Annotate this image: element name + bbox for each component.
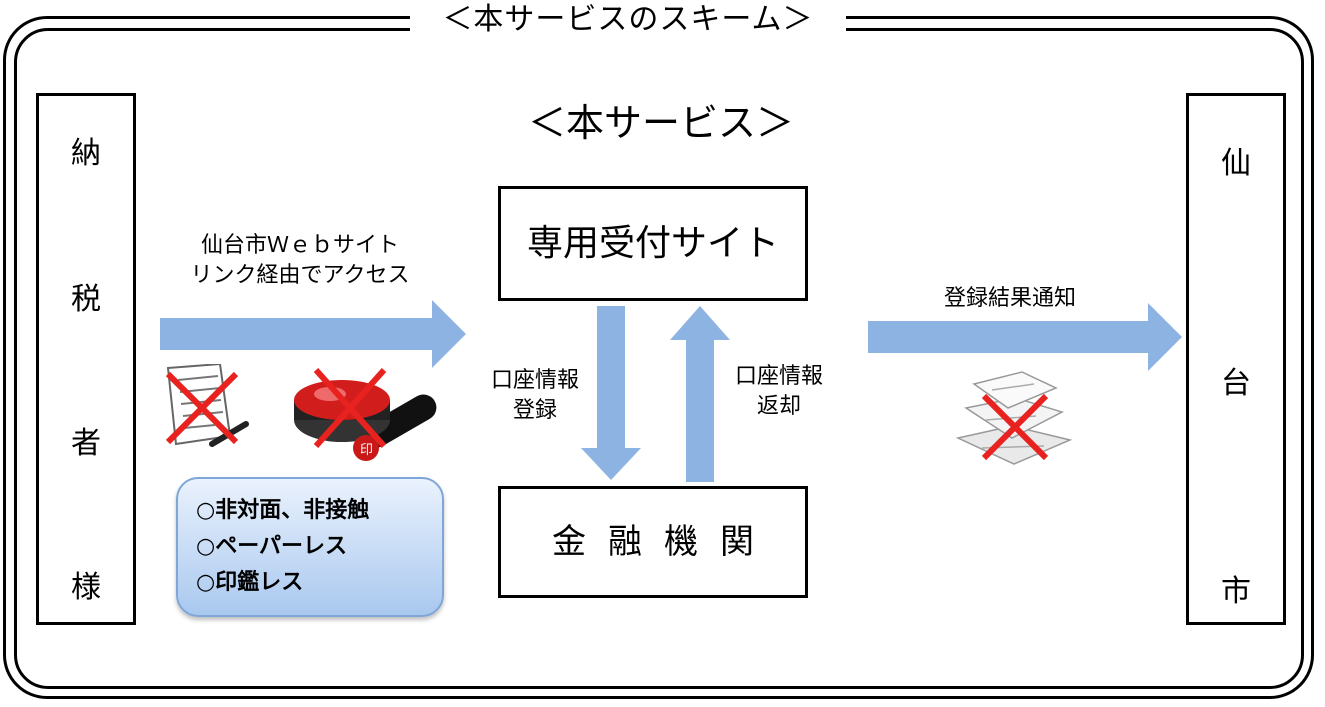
- taxpayer-char: 税: [71, 282, 101, 317]
- city-box: 仙 台 市: [1186, 93, 1286, 625]
- reception-site-box: 専用受付サイト: [498, 186, 808, 301]
- svg-text:印: 印: [360, 443, 373, 458]
- register-arrow: [581, 306, 641, 480]
- financial-institution-box: 金融機関: [498, 486, 808, 598]
- return-label-line: 返却: [756, 394, 801, 419]
- notify-label: 登録結果通知: [943, 286, 1076, 311]
- taxpayer-char: 者: [71, 426, 101, 461]
- register-label: 口座情報 登録: [480, 366, 590, 426]
- access-label-line: 仙台市Ｗｅｂサイト: [200, 233, 399, 258]
- benefit-item: ○ペーパーレス: [196, 534, 347, 559]
- service-title: ＜本サービス＞: [527, 101, 794, 145]
- taxpayer-char: 様: [71, 570, 101, 605]
- register-label-line: 口座情報: [490, 368, 579, 393]
- city-char: 市: [1221, 574, 1251, 609]
- benefit-item: ○非対面、非接触: [196, 498, 370, 523]
- benefit-item: ○印鑑レス: [196, 570, 304, 595]
- access-arrow: [160, 300, 466, 368]
- register-label-line: 登録: [512, 398, 557, 423]
- access-label: 仙台市Ｗｅｂサイト リンク経由でアクセス: [160, 231, 440, 291]
- access-label-line: リンク経由でアクセス: [190, 263, 410, 288]
- name-seal-stamp-icon: 印: [294, 367, 437, 461]
- notify-arrow: [868, 303, 1182, 371]
- scheme-title: ＜本サービスのスキーム＞: [410, 0, 846, 40]
- city-char: 仙: [1221, 146, 1251, 181]
- return-label: 口座情報 返却: [724, 362, 834, 422]
- return-arrow: [670, 306, 730, 482]
- taxpayer-char: 納: [71, 136, 101, 171]
- document-with-pen-icon: [165, 364, 249, 447]
- benefits-box: ○非対面、非接触 ○ペーパーレス ○印鑑レス: [176, 477, 444, 617]
- return-label-line: 口座情報: [734, 364, 823, 389]
- city-char: 台: [1221, 366, 1251, 401]
- taxpayer-box: 納 税 者 様: [36, 93, 136, 625]
- paper-pile-icon: [955, 371, 1073, 465]
